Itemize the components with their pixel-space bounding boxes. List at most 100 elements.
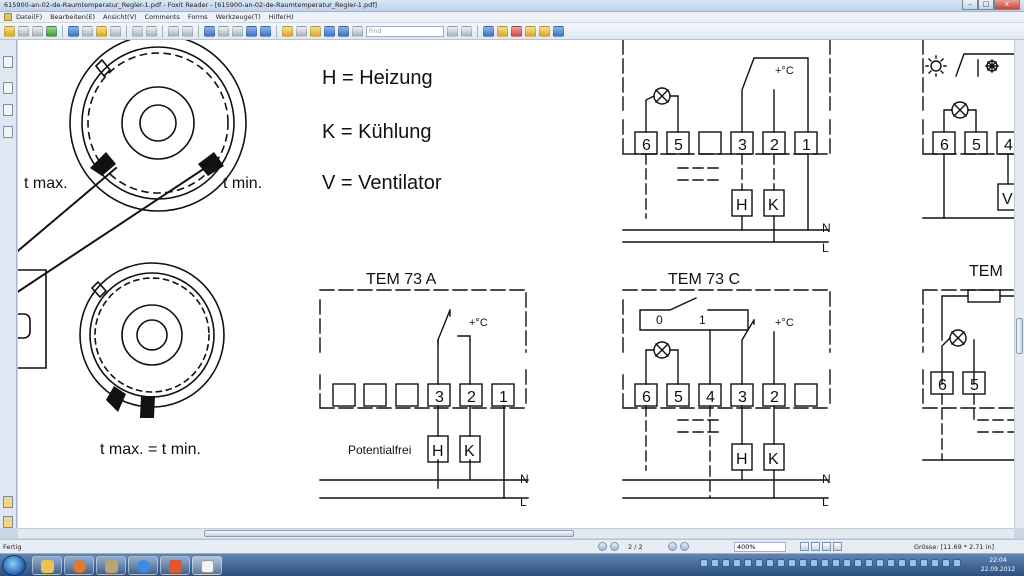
comment-icon[interactable]: [539, 25, 550, 37]
tray-icon[interactable]: [821, 559, 829, 567]
tray-icon[interactable]: [777, 559, 785, 567]
continuous-icon[interactable]: [811, 542, 820, 551]
document-menu-icon[interactable]: [4, 13, 12, 21]
undo-icon[interactable]: [168, 25, 179, 37]
open-icon[interactable]: [4, 25, 15, 37]
tray-icon[interactable]: [755, 559, 763, 567]
fit-page-icon[interactable]: [218, 25, 229, 37]
print-icon[interactable]: [32, 25, 43, 37]
tray-icon[interactable]: [865, 559, 873, 567]
fit-width-icon[interactable]: [232, 25, 243, 37]
tray-icon[interactable]: [887, 559, 895, 567]
tray-icon[interactable]: [788, 559, 796, 567]
taskbar-foxit[interactable]: [192, 556, 222, 575]
label-t-min: t min.: [223, 175, 262, 192]
text-select-icon[interactable]: [324, 25, 335, 37]
tray-icon[interactable]: [909, 559, 917, 567]
single-page-icon[interactable]: [800, 542, 809, 551]
tray-icon[interactable]: [810, 559, 818, 567]
zoom-in-icon[interactable]: [260, 25, 271, 37]
taskbar-ie[interactable]: [128, 556, 158, 575]
horizontal-scrollbar[interactable]: [18, 528, 1014, 538]
horizontal-scroll-thumb[interactable]: [204, 530, 574, 537]
forward-icon[interactable]: [110, 25, 121, 37]
home-icon[interactable]: [68, 25, 79, 37]
attachments-icon[interactable]: [3, 104, 13, 116]
taskbar-mail[interactable]: [160, 556, 190, 575]
menu-werkzeuge[interactable]: Werkzeuge(T): [215, 13, 261, 21]
tray-icon[interactable]: [799, 559, 807, 567]
zoom-select[interactable]: 400%: [734, 542, 786, 552]
tray-icon[interactable]: [953, 559, 961, 567]
menu-bar: Datei(F) Bearbeiten(E) Ansicht(V) Commen…: [0, 12, 1024, 23]
menu-forms[interactable]: Forms: [187, 13, 208, 21]
note-icon[interactable]: [525, 25, 536, 37]
top-circuit-n: N: [822, 221, 831, 235]
redo-icon[interactable]: [182, 25, 193, 37]
security-icon[interactable]: [3, 496, 13, 508]
copy-icon[interactable]: [132, 25, 143, 37]
menu-datei[interactable]: Datei(F): [16, 13, 43, 21]
start-button[interactable]: [2, 555, 26, 576]
tray-icon[interactable]: [722, 559, 730, 567]
markup-icon[interactable]: [511, 25, 522, 37]
continuous-facing-icon[interactable]: [833, 542, 842, 551]
last-page-icon[interactable]: [679, 542, 689, 551]
close-button[interactable]: x: [994, 0, 1020, 10]
taskbar-explorer[interactable]: [32, 556, 62, 575]
minimize-button[interactable]: –: [962, 0, 978, 10]
clock[interactable]: 22:04 22.09.2012: [976, 556, 1020, 574]
save-icon[interactable]: [18, 25, 29, 37]
find-input[interactable]: Find: [366, 25, 444, 37]
menu-ansicht[interactable]: Ansicht(V): [103, 13, 137, 21]
menu-hilfe[interactable]: Hilfe(H): [268, 13, 294, 21]
page-indicator[interactable]: 2 / 2: [628, 542, 643, 551]
typewriter-icon[interactable]: [338, 25, 349, 37]
bookmarks-icon[interactable]: [3, 82, 13, 94]
previous-page-icon[interactable]: [610, 542, 619, 551]
back-icon[interactable]: [96, 25, 107, 37]
facing-icon[interactable]: [822, 542, 831, 551]
select-tool-icon[interactable]: [310, 25, 321, 37]
pen-icon[interactable]: [483, 25, 494, 37]
find-previous-icon[interactable]: [447, 25, 458, 37]
highlight-icon[interactable]: [497, 25, 508, 37]
tray-icon[interactable]: [832, 559, 840, 567]
arrow-icon[interactable]: [553, 25, 564, 37]
tray-icon[interactable]: [876, 559, 884, 567]
vertical-scroll-thumb[interactable]: [1016, 318, 1023, 354]
tray-icon[interactable]: [711, 559, 719, 567]
layers-icon[interactable]: [3, 126, 13, 138]
tray-icon[interactable]: [942, 559, 950, 567]
tray-icon[interactable]: [700, 559, 708, 567]
tray-icon[interactable]: [854, 559, 862, 567]
menu-bearbeiten[interactable]: Bearbeiten(E): [50, 13, 96, 21]
tem73c-temp: +°C: [775, 317, 794, 329]
find-next-icon[interactable]: [461, 25, 472, 37]
tray-icon[interactable]: [931, 559, 939, 567]
tray-icon[interactable]: [920, 559, 928, 567]
taskbar-firefox[interactable]: [64, 556, 94, 575]
tray-icon[interactable]: [766, 559, 774, 567]
zoom-out-icon[interactable]: [246, 25, 257, 37]
tray-icon[interactable]: [843, 559, 851, 567]
hand-tool-icon[interactable]: [282, 25, 293, 37]
vertical-scrollbar[interactable]: [1014, 40, 1024, 528]
maximize-button[interactable]: □: [978, 0, 994, 10]
tray-icon[interactable]: [898, 559, 906, 567]
paste-icon[interactable]: [146, 25, 157, 37]
zoom-icon[interactable]: [204, 25, 215, 37]
down-icon[interactable]: [82, 25, 93, 37]
signature-icon[interactable]: [3, 516, 13, 528]
taskbar-app[interactable]: [96, 556, 126, 575]
image-icon[interactable]: [352, 25, 363, 37]
next-page-icon[interactable]: [667, 542, 677, 551]
tray-icon[interactable]: [744, 559, 752, 567]
pages-icon[interactable]: [3, 56, 13, 68]
email-icon[interactable]: [46, 25, 57, 37]
tray-icon[interactable]: [733, 559, 741, 567]
menu-comments[interactable]: Comments: [144, 13, 180, 21]
document-viewport[interactable]: H = Heizung K = Kühlung V = Ventilator t…: [18, 40, 1014, 528]
first-page-icon[interactable]: [598, 542, 607, 551]
snapshot-icon[interactable]: [296, 25, 307, 37]
